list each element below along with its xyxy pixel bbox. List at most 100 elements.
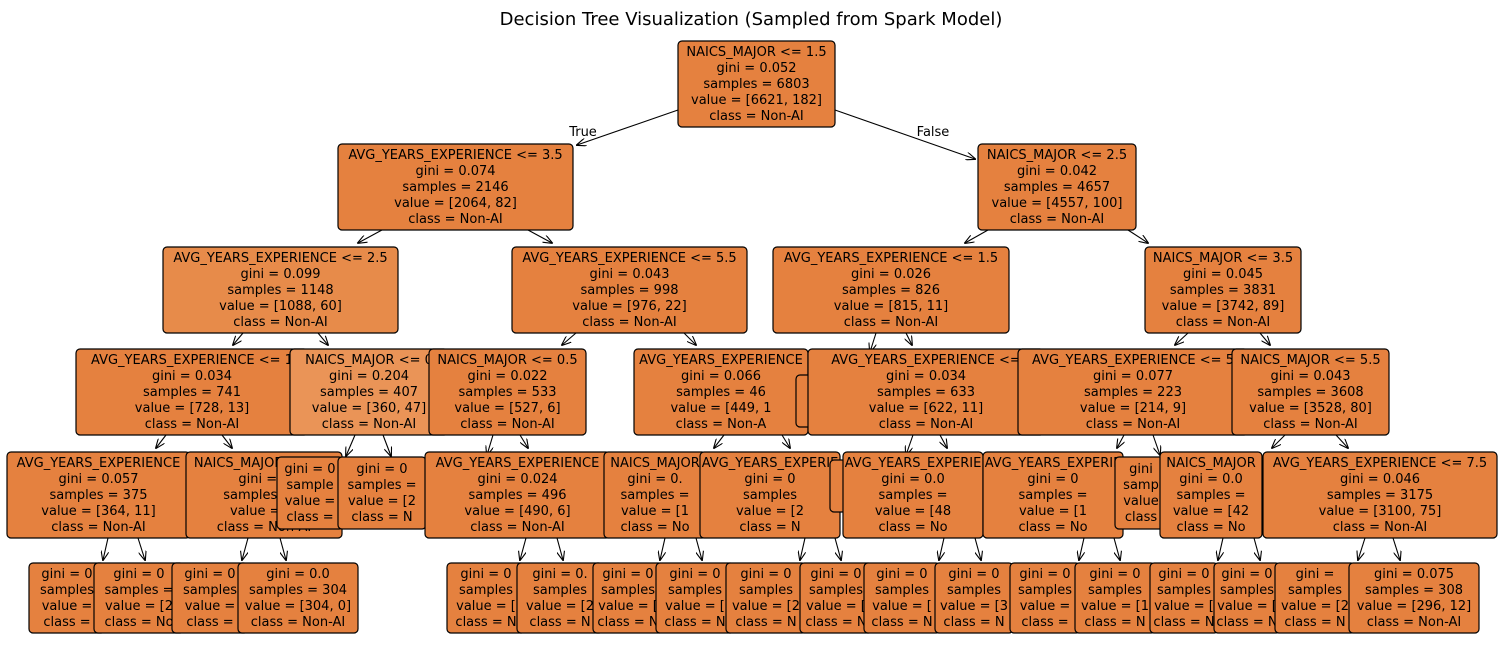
node-text-line: class = N	[943, 615, 1004, 630]
node-text-line: samples	[875, 583, 929, 598]
node-text-line: gini = 0.	[532, 567, 587, 582]
node-text-line: gini = 0	[41, 567, 92, 582]
node-text-line: AVG_YEARS_EXPERIENCE <= 3.5	[348, 148, 562, 163]
tree-edge	[965, 229, 989, 243]
node-text-line: class = N	[805, 615, 866, 630]
node-text-line: samples	[1157, 583, 1211, 598]
tree-edge	[527, 229, 552, 243]
tree-edge	[1259, 332, 1270, 345]
node-text-line: value = [3528, 80]	[1249, 401, 1372, 416]
node-text-line: class = N	[597, 615, 658, 630]
node-text-line: NAICS_MAJOR <= 3.5	[1153, 251, 1293, 266]
node-box	[511, 246, 748, 334]
tree-edge	[834, 537, 841, 560]
node-text-line: sample	[286, 478, 333, 493]
node-text-line: samples	[601, 583, 655, 598]
node-text-line: gini = 0.042	[1017, 164, 1097, 179]
node-text-line: class = Non-AI	[709, 109, 803, 124]
node-text-line: AVG_YEARS_EXPERIENCE <= 5	[1032, 353, 1234, 368]
node-text-line: class = No	[1176, 520, 1245, 535]
node-text-line: samples	[1018, 583, 1072, 598]
node-text-line: value = [6621, 182]	[691, 93, 822, 108]
node-text-line: value = [622, 11]	[869, 401, 983, 416]
node-text-line: samples = 2146	[402, 180, 508, 195]
node-text-line: value = [1088, 60]	[219, 299, 342, 314]
tree-edge	[683, 332, 696, 345]
tree-edge	[1392, 537, 1400, 560]
node-text-line: class = N	[1284, 615, 1345, 630]
node-text-line: gini = 0	[744, 472, 795, 487]
node-text-line: value =	[285, 494, 336, 509]
node-text-line: AVG_YEARS_EXPERIE	[985, 456, 1122, 471]
node-text-line: class = N	[664, 615, 725, 630]
node-text-line: samples	[1088, 583, 1142, 598]
node-text-line: gini = 0	[810, 567, 861, 582]
tree-edge	[1127, 229, 1148, 243]
node-text-line: class = No	[104, 615, 173, 630]
node-text-line: value =	[185, 599, 236, 614]
node-text-line: samples	[40, 583, 94, 598]
node-text-line: gini = 0.022	[467, 369, 547, 384]
node-text-line: NAICS_MAJOR	[610, 456, 700, 471]
node-text-line: gini = 0.052	[716, 61, 796, 76]
tree-node-n11: AVG_YEARS_EXPERIENCE <=gini = 0.034sampl…	[807, 348, 1045, 436]
node-text-line: AVG_YEARS_EXPERIENCE <= 1	[91, 353, 293, 368]
node-text-line: value = [2	[1281, 599, 1349, 614]
diagram-title: Decision Tree Visualization (Sampled fro…	[500, 9, 1003, 30]
node-text-line: gini = 0	[1027, 472, 1078, 487]
node-text-line: gini = 0	[284, 462, 335, 477]
node-text-line: NAICS_MAJOR <= 0	[305, 353, 433, 368]
tree-edge	[714, 434, 725, 448]
node-text-line: class = Non-AI	[1086, 417, 1180, 432]
node-box	[162, 246, 399, 334]
node-text-line: value =	[1020, 599, 1071, 614]
node-text-line: samples = 496	[468, 488, 566, 503]
node-text-line: samples	[809, 583, 863, 598]
node-text-line: value = [527, 6]	[454, 401, 560, 416]
tree-edge	[556, 537, 563, 560]
node-text-line: gini = 0.034	[152, 369, 232, 384]
node-text-line: class = Non-AI	[322, 417, 416, 432]
node-text-line: value	[1123, 494, 1159, 509]
node-text-line: NAICS_MAJOR <= 2.5	[987, 148, 1127, 163]
node-text-line: value = [304, 0]	[245, 599, 351, 614]
node-text-line: class = N	[455, 615, 516, 630]
node-text-line: gini = 0.204	[329, 369, 409, 384]
node-text-line: class = Non-AI	[844, 315, 938, 330]
node-text-line: value = [449, 1	[670, 401, 771, 416]
tree-edge	[520, 537, 527, 560]
node-text-line: class =	[286, 510, 333, 525]
tree-edge	[242, 537, 249, 560]
node-box	[977, 143, 1137, 231]
node-text-line: class = Non-AI	[251, 615, 345, 630]
node-text-line: AVG_YEARS_EXPERIENCE	[639, 353, 803, 368]
node-text-line: samples = 741	[143, 385, 241, 400]
tree-edge	[1335, 434, 1348, 448]
node-text-line: class = Non-AI	[233, 315, 327, 330]
node-text-line: class = Non-AI	[1333, 520, 1427, 535]
node-text-line: gini = 0.024	[477, 472, 557, 487]
node-text-line: gini = 0.	[627, 472, 682, 487]
node-text-line: samples = 223	[1084, 385, 1182, 400]
node-text-line: gini = 0.0	[266, 567, 330, 582]
node-text-line: class = Non-AI	[145, 417, 239, 432]
tree-edge	[695, 537, 702, 560]
node-text-line: value = [490, 6]	[464, 504, 570, 519]
node-text-line: AVG_YEARS_EXPERIE	[845, 456, 982, 471]
node-text-line: samples	[743, 488, 797, 503]
node-text-line: class = N	[529, 615, 590, 630]
node-text-line: class = Non-A	[676, 417, 767, 432]
node-text-line: class = Non-AI	[470, 520, 564, 535]
